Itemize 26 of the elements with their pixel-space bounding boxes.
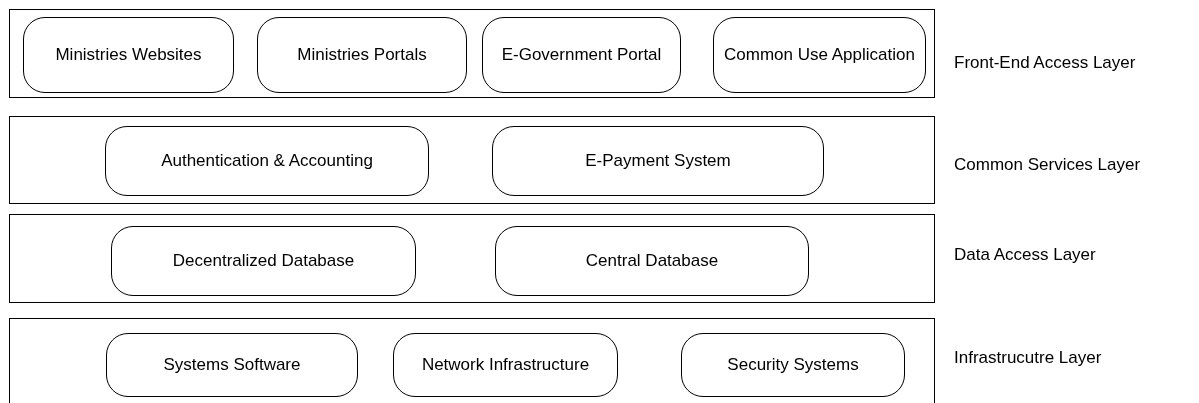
box-label: E-Payment System <box>585 150 731 172</box>
rounded-box <box>23 17 234 93</box>
box-label: Security Systems <box>727 354 859 376</box>
rounded-box <box>482 17 681 93</box>
box-label: Central Database <box>585 250 719 272</box>
layer-label: Data Access Layer <box>954 244 1096 266</box>
rounded-box <box>105 126 429 196</box>
box-label: Common Use Application <box>724 44 915 66</box>
layer-label: Infrastrucutre Layer <box>954 347 1102 369</box>
rounded-box <box>257 17 467 93</box>
layer-label: Common Services Layer <box>954 154 1141 176</box>
box-label: Ministries Portals <box>297 44 427 66</box>
box-label: Network Infrastructure <box>421 354 590 376</box>
box-label: E-Government Portal <box>501 44 662 66</box>
box-label: Ministries Websites <box>55 44 202 66</box>
rounded-box <box>393 333 618 397</box>
rounded-box <box>713 17 926 93</box>
rounded-box <box>111 226 416 296</box>
box-label: Authentication & Accounting <box>161 150 373 172</box>
rounded-box <box>495 226 809 296</box>
rounded-box <box>106 333 358 397</box>
rounded-box <box>681 333 905 397</box>
rounded-box <box>492 126 824 196</box>
box-label: Decentralized Database <box>172 250 355 272</box>
box-label: Systems Software <box>163 354 301 376</box>
layer-label: Front-End Access Layer <box>954 52 1136 74</box>
